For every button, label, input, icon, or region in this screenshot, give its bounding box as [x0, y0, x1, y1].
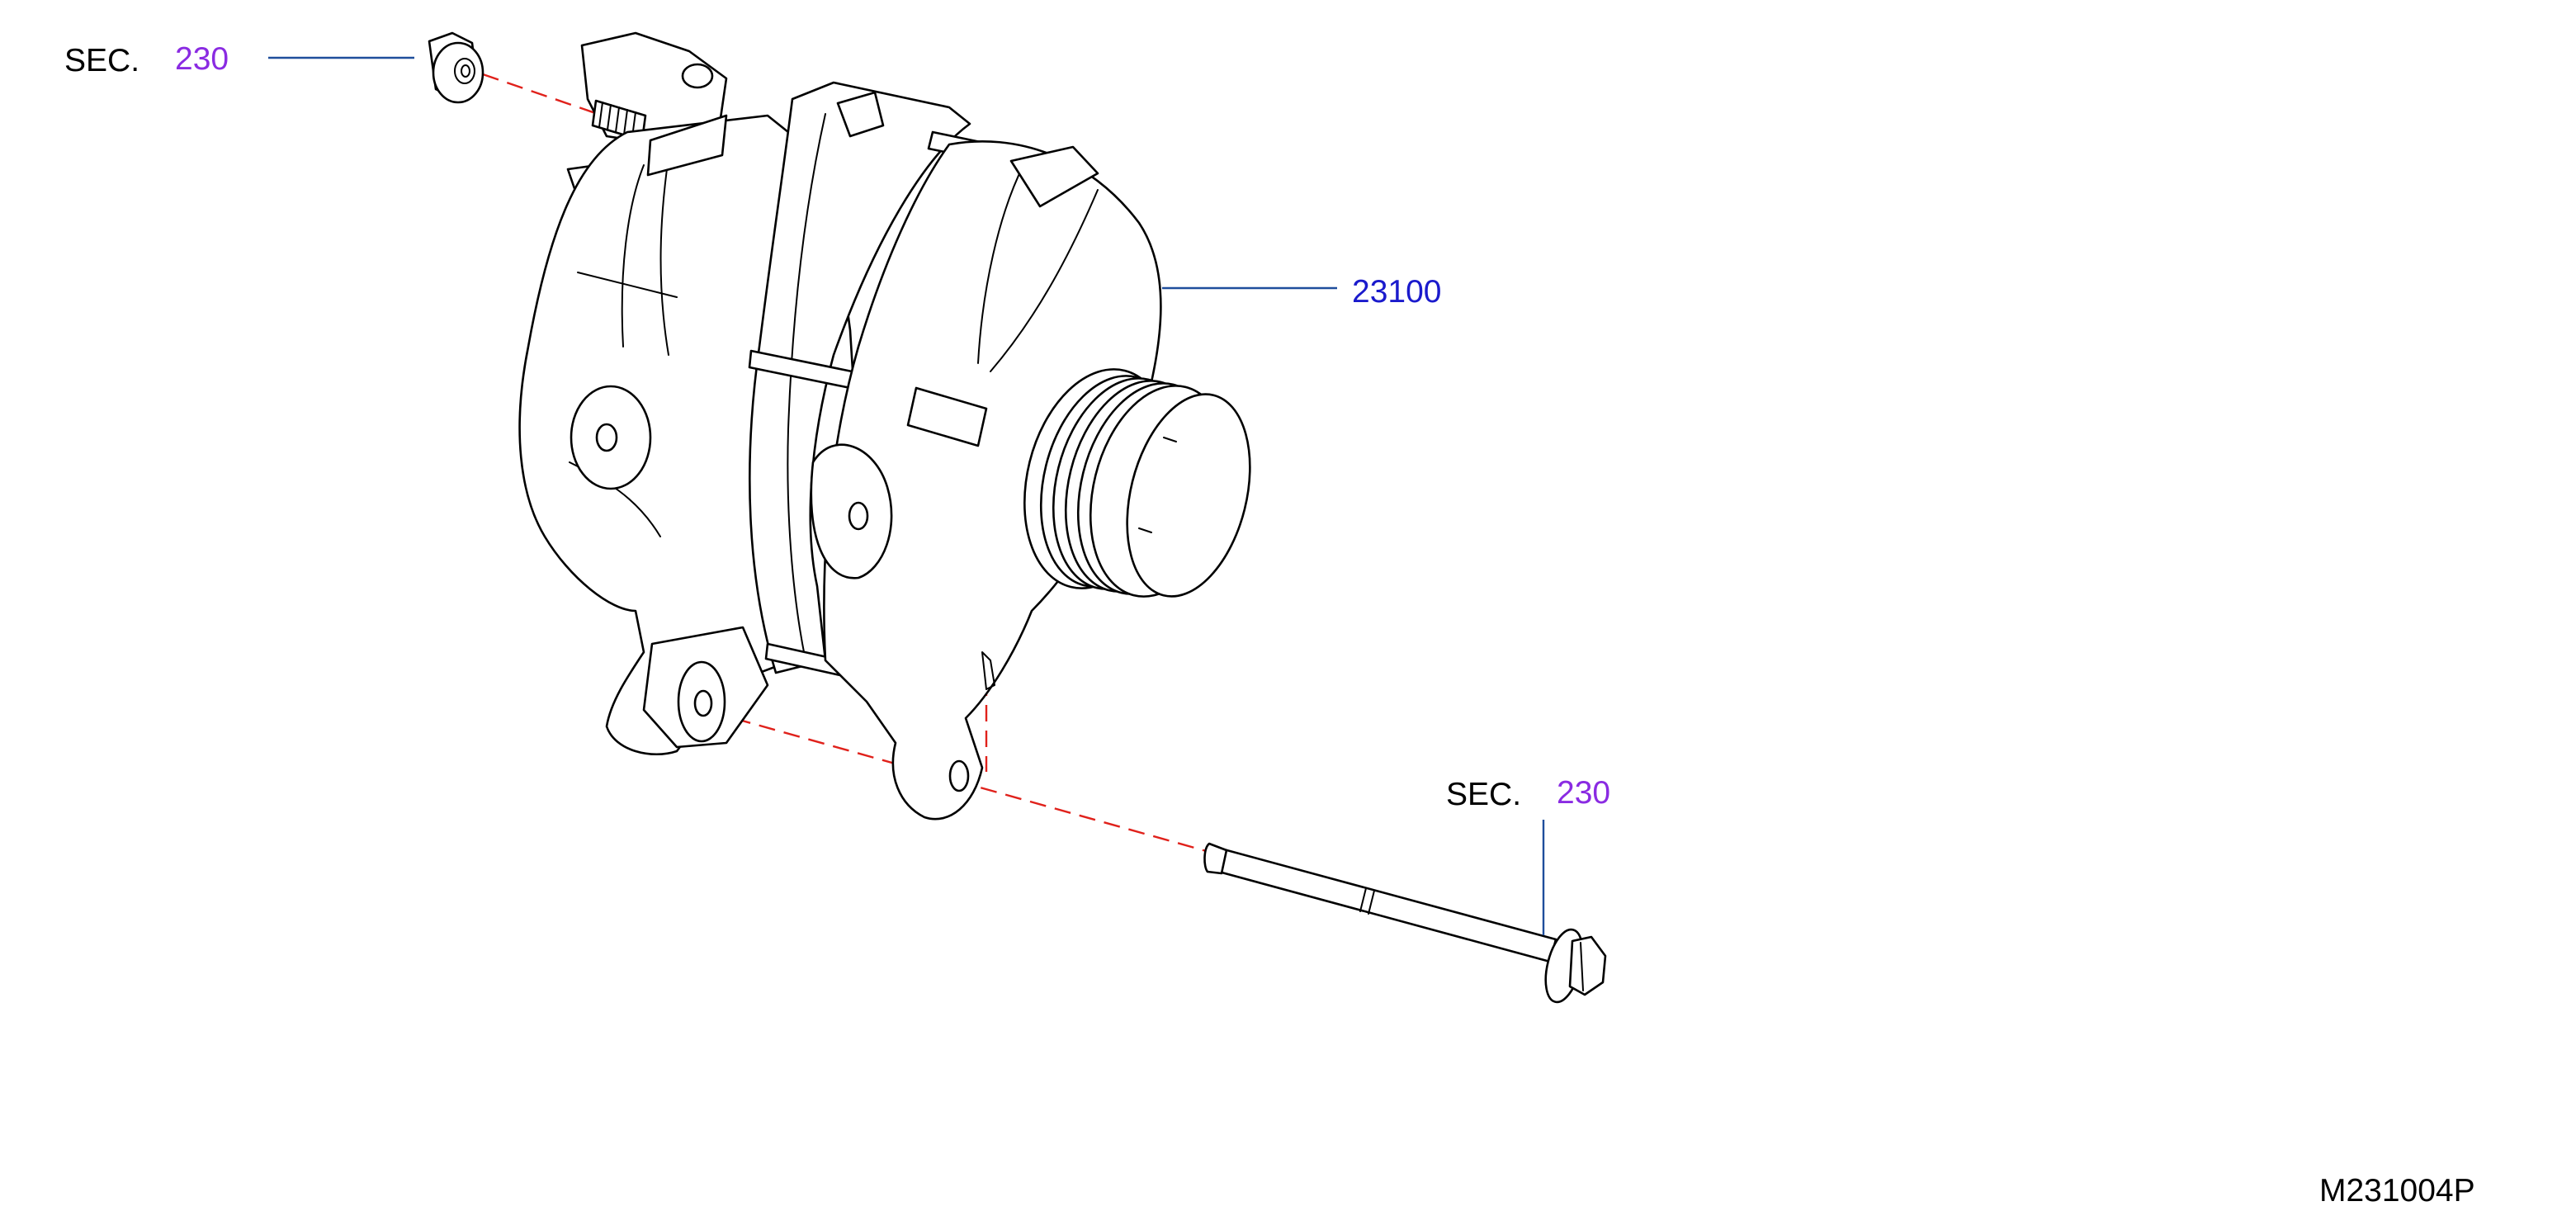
- flange-nut-icon[interactable]: [428, 31, 484, 104]
- nut-section-prefix: SEC.: [64, 43, 139, 78]
- diagram-id: M231004P: [2319, 1173, 2475, 1208]
- bolt-section-prefix: SEC.: [1446, 777, 1521, 812]
- pulley-icon: [1023, 368, 1251, 598]
- bolt-section-link[interactable]: 230: [1557, 775, 1610, 811]
- alternator-part-number[interactable]: 23100: [1352, 274, 1441, 310]
- leader-lines: [268, 56, 1545, 935]
- nut-section-link[interactable]: 230: [175, 41, 229, 77]
- mounting-bolt-icon[interactable]: [1203, 842, 1607, 1006]
- alternator-icon[interactable]: [518, 31, 1270, 821]
